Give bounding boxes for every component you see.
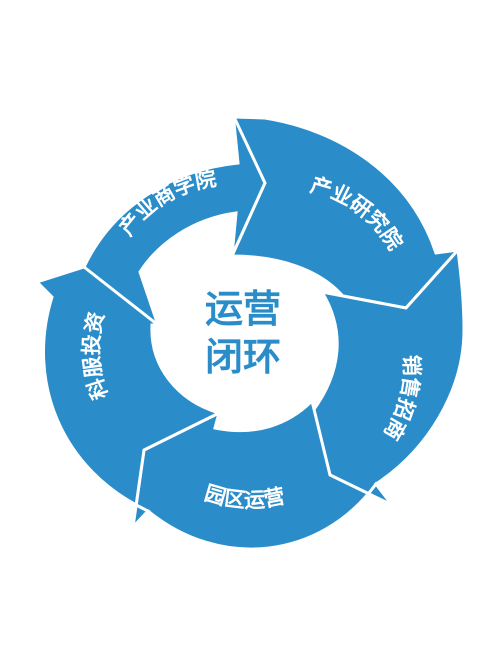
segment-tech-service-investment (34, 265, 224, 532)
segment-sales-investment (309, 246, 466, 507)
center-title-line1: 运营 (205, 287, 281, 331)
segment-business-school (32, 112, 267, 328)
center-title-line2: 闭环 (205, 335, 281, 379)
segment-research-institute (229, 115, 462, 310)
